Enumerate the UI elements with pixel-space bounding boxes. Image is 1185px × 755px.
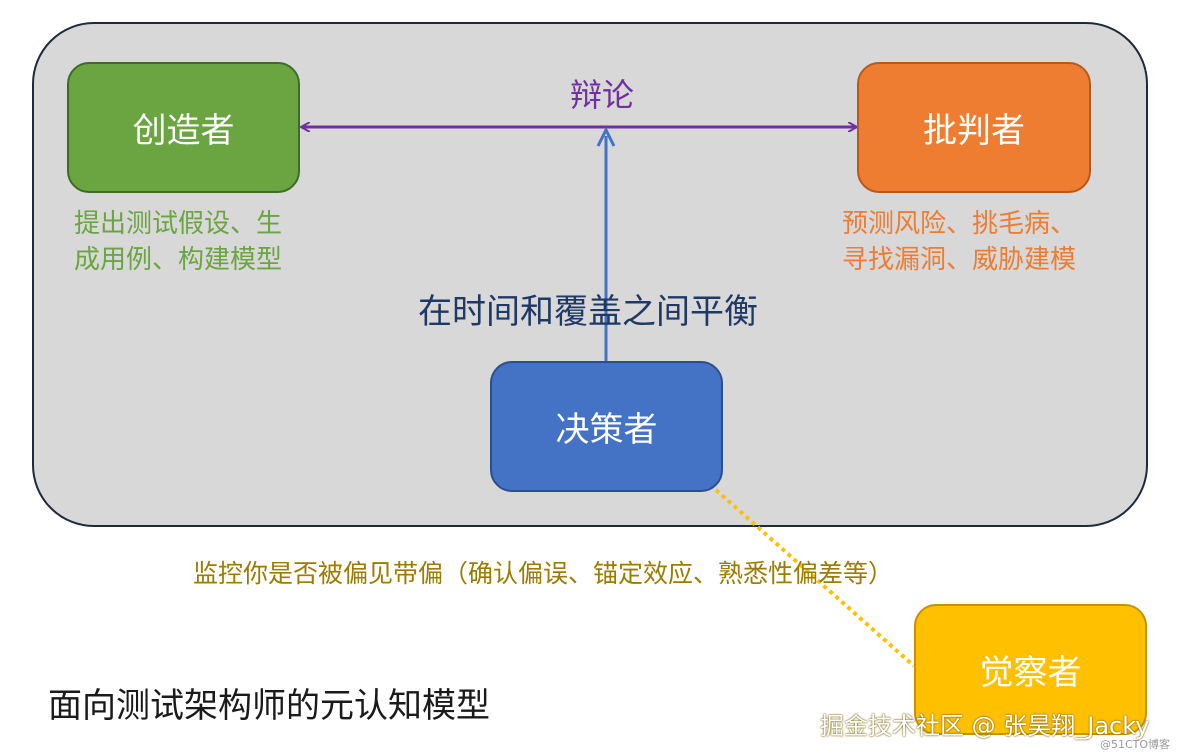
observer-box: 觉察者 (914, 604, 1147, 735)
site-watermark: @51CTO博客 (1100, 738, 1171, 751)
decider-label: 决策者 (555, 410, 658, 450)
decider-box: 决策者 (490, 361, 723, 492)
critic-desc-line-2: 寻找漏洞、威胁建模 (842, 245, 1077, 275)
balance-label: 在时间和覆盖之间平衡 (418, 292, 758, 332)
creator-desc-line-2: 成用例、构建模型 (74, 245, 283, 275)
creator-description: 提出测试假设、生 成用例、构建模型 (74, 206, 324, 278)
critic-description: 预测风险、挑毛病、 寻找漏洞、威胁建模 (842, 206, 1112, 278)
creator-desc-line-1: 提出测试假设、生 (74, 209, 283, 239)
creator-label: 创造者 (132, 111, 235, 151)
balance-arrow-head (596, 126, 616, 147)
critic-box: 批判者 (857, 62, 1091, 193)
model-title: 面向测试架构师的元认知模型 (48, 686, 490, 726)
observer-label: 觉察者 (979, 653, 1082, 693)
creator-box: 创造者 (67, 62, 300, 193)
credit-watermark: 掘金技术社区 @ 张昊翔_Jacky (820, 712, 1150, 740)
debate-label: 辩论 (570, 76, 635, 114)
critic-label: 批判者 (923, 111, 1025, 151)
critic-desc-line-1: 预测风险、挑毛病、 (842, 209, 1077, 239)
monitor-label: 监控你是否被偏见带偏（确认偏误、锚定效应、熟悉性偏差等） (193, 559, 894, 588)
